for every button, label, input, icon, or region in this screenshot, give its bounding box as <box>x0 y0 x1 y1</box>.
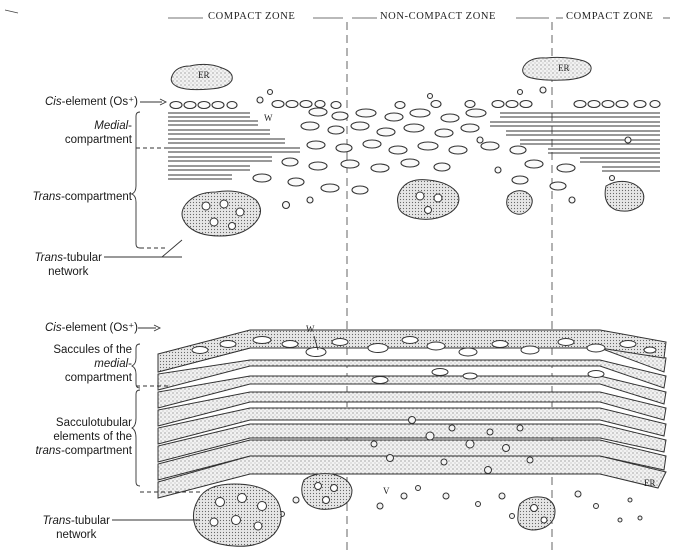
zone-label-non-compact: NON-COMPACT ZONE <box>380 11 496 22</box>
label-cis-element-bottom: Cis-element (Os⁺) <box>45 321 138 335</box>
top-tubular-networks <box>182 180 644 236</box>
zone-label-compact-left: COMPACT ZONE <box>208 11 295 22</box>
bottom-saccule-slabs <box>158 330 666 498</box>
er-top-right <box>523 57 591 80</box>
label-trans-compartment: Trans-compartment <box>33 190 132 204</box>
w-label-top: W <box>264 113 273 123</box>
er-label-top-left: ER <box>198 70 210 80</box>
cisternae-stack-right <box>490 113 660 171</box>
cis-element-row <box>170 101 660 109</box>
bottom-panel-drawing <box>158 330 666 546</box>
label-medial-compartment: Medial-compartment <box>65 119 132 147</box>
v-label-bottom: V <box>383 486 390 496</box>
label-cis-element-top: Cis-element (Os⁺) <box>45 95 138 109</box>
er-label-top-right: ER <box>558 63 570 73</box>
top-panel-drawing <box>168 57 660 236</box>
cisternae-stack-left <box>168 113 300 179</box>
er-label-bottom: ER <box>644 478 656 488</box>
w-label-bottom: W <box>306 324 315 334</box>
zone-label-compact-right: COMPACT ZONE <box>566 11 653 22</box>
bottom-tubular-networks <box>193 474 555 547</box>
